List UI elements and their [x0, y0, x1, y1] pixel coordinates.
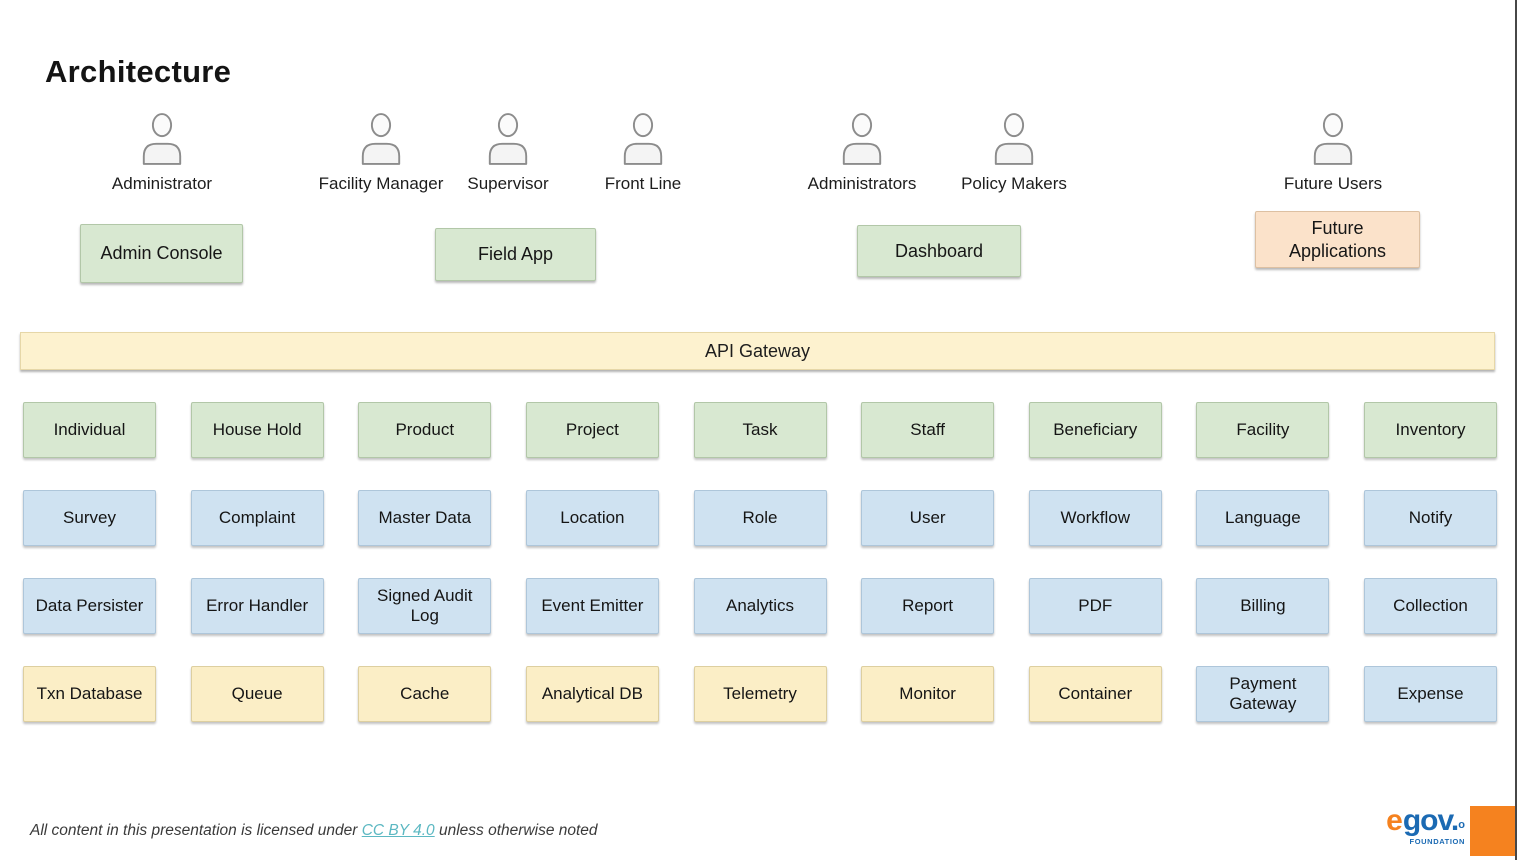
- box-staff: Staff: [861, 402, 995, 458]
- box-analytics: Analytics: [693, 578, 827, 634]
- box-notify: Notify: [1364, 490, 1497, 546]
- box-language: Language: [1196, 490, 1330, 546]
- license-note: All content in this presentation is lice…: [30, 822, 598, 840]
- actor-label: Future Users: [1283, 174, 1383, 193]
- page-title: Architecture: [45, 54, 232, 89]
- box-txn-database: Txn Database: [23, 666, 156, 722]
- person-icon: [358, 112, 404, 166]
- box-container: Container: [1028, 666, 1162, 722]
- person-icon: [1310, 112, 1356, 166]
- box-master-data: Master Data: [358, 490, 492, 546]
- logo-letter-e: e: [1386, 804, 1403, 837]
- box-error-handler: Error Handler: [190, 578, 324, 634]
- box-expense: Expense: [1364, 666, 1497, 722]
- box-product: Product: [358, 402, 492, 458]
- services-grid: Individual House Hold Product Project Ta…: [23, 402, 1497, 722]
- box-complaint: Complaint: [190, 490, 324, 546]
- box-role: Role: [693, 490, 827, 546]
- logo-text-gov: gov.: [1402, 804, 1459, 837]
- box-monitor: Monitor: [861, 666, 995, 722]
- box-workflow: Workflow: [1028, 490, 1162, 546]
- box-signed-audit-log: Signed Audit Log: [358, 578, 492, 634]
- box-report: Report: [861, 578, 995, 634]
- box-billing: Billing: [1196, 578, 1330, 634]
- actor-policy-makers: Policy Makers: [934, 112, 1094, 194]
- box-data-persister: Data Persister: [23, 578, 156, 634]
- actor-label: Policy Makers: [961, 174, 1067, 193]
- box-project: Project: [525, 402, 659, 458]
- actor-label: Front Line: [604, 174, 682, 193]
- frame-right-edge: [1515, 0, 1517, 860]
- actor-label: Administrators: [807, 174, 917, 193]
- box-collection: Collection: [1364, 578, 1497, 634]
- box-survey: Survey: [23, 490, 156, 546]
- box-facility: Facility: [1196, 402, 1330, 458]
- actor-label: Administrator: [111, 174, 213, 193]
- actor-facility-manager: Facility Manager: [301, 112, 461, 194]
- box-event-emitter: Event Emitter: [525, 578, 659, 634]
- box-payment-gateway: Payment Gateway: [1196, 666, 1330, 722]
- license-text-suffix: unless otherwise noted: [434, 822, 598, 839]
- box-pdf: PDF: [1028, 578, 1162, 634]
- actor-front-line: Front Line: [563, 112, 723, 194]
- box-field-app: Field App: [435, 228, 596, 281]
- box-admin-console: Admin Console: [80, 224, 243, 283]
- box-dashboard: Dashboard: [857, 225, 1021, 277]
- box-user: User: [861, 490, 995, 546]
- logo-circle-mark: o: [1458, 819, 1465, 831]
- box-inventory: Inventory: [1364, 402, 1497, 458]
- orange-square-logo-block: [1470, 806, 1516, 856]
- box-telemetry: Telemetry: [693, 666, 827, 722]
- box-analytical-db: Analytical DB: [525, 666, 659, 722]
- box-house-hold: House Hold: [190, 402, 324, 458]
- actor-administrators: Administrators: [782, 112, 942, 194]
- person-icon: [139, 112, 185, 166]
- box-queue: Queue: [190, 666, 324, 722]
- actor-administrator: Administrator: [82, 112, 242, 194]
- person-icon: [991, 112, 1037, 166]
- cc-by-link[interactable]: CC BY 4.0: [361, 822, 435, 839]
- box-beneficiary: Beneficiary: [1028, 402, 1162, 458]
- box-future-applications: Future Applications: [1255, 211, 1420, 268]
- logo-foundation-text: FOUNDATION: [1409, 837, 1465, 846]
- actor-label: Facility Manager: [318, 174, 444, 193]
- box-cache: Cache: [358, 666, 492, 722]
- person-icon: [485, 112, 531, 166]
- box-individual: Individual: [23, 402, 156, 458]
- actor-future-users: Future Users: [1253, 112, 1413, 194]
- person-icon: [839, 112, 885, 166]
- actor-supervisor: Supervisor: [428, 112, 588, 194]
- box-task: Task: [693, 402, 827, 458]
- box-api-gateway: API Gateway: [20, 332, 1495, 370]
- actor-label: Supervisor: [467, 174, 549, 193]
- person-icon: [620, 112, 666, 166]
- license-text-prefix: All content in this presentation is lice…: [30, 822, 362, 839]
- box-location: Location: [525, 490, 659, 546]
